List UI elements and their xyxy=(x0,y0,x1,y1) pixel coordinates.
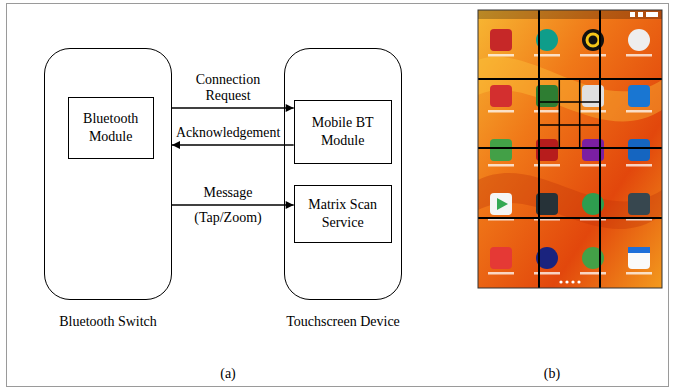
app-icon xyxy=(490,193,512,215)
grid-line xyxy=(478,78,662,80)
status-bar xyxy=(478,10,662,19)
panel-label: (a) xyxy=(220,366,236,382)
message-arrow xyxy=(172,107,294,108)
caption-bar xyxy=(534,110,560,113)
node-label: Bluetooth Switch xyxy=(59,313,157,331)
app-icon-mark xyxy=(587,34,599,46)
app-icon xyxy=(628,85,650,107)
service-box: Matrix Scan Service xyxy=(294,185,392,243)
status-icon xyxy=(630,12,635,17)
grid-line xyxy=(539,124,600,126)
page-dots xyxy=(559,280,580,283)
message-arrow xyxy=(172,204,294,205)
edge-note: (Tap/Zoom) xyxy=(194,210,261,226)
caption-bar xyxy=(626,54,652,57)
caption-bar xyxy=(534,272,560,275)
caption-bar xyxy=(488,110,514,113)
zoom-grid xyxy=(539,79,600,148)
app-icon xyxy=(490,247,512,269)
caption-bar xyxy=(488,272,514,275)
phone-screenshot xyxy=(478,10,662,288)
app-icon xyxy=(490,139,512,161)
edge-label: Message xyxy=(204,185,253,201)
app-icon-mark xyxy=(497,198,508,210)
wallpaper-swirl xyxy=(478,57,662,122)
device-outline: Touchscreen DeviceMobile BT ModuleMatrix… xyxy=(284,48,402,300)
edge-label: Connection Request xyxy=(176,72,280,104)
caption-bar xyxy=(626,164,652,167)
page-dot xyxy=(577,280,580,283)
panel-label: (b) xyxy=(544,366,560,382)
caption-bar xyxy=(580,110,606,113)
caption-bar xyxy=(488,164,514,167)
app-icon xyxy=(628,247,650,269)
caption-bar xyxy=(580,272,606,275)
app-icon xyxy=(490,29,512,51)
page-dot xyxy=(559,280,562,283)
page-dot xyxy=(571,280,574,283)
caption-bar xyxy=(534,54,560,57)
grid-line xyxy=(559,79,561,148)
device-outline: Bluetooth SwitchBluetooth Module xyxy=(44,48,172,300)
grid-line xyxy=(579,79,581,148)
module-box: Mobile BT Module xyxy=(294,100,392,164)
app-icon xyxy=(628,29,650,51)
app-caption-bars xyxy=(488,54,652,275)
caption-bar xyxy=(580,164,606,167)
scan-grid xyxy=(478,10,662,288)
node-label: Touchscreen Device xyxy=(286,313,400,331)
caption-bar xyxy=(580,54,606,57)
wallpaper xyxy=(478,10,662,288)
message-arrow xyxy=(172,144,294,145)
wallpaper-swirl xyxy=(478,173,662,229)
grid-line xyxy=(478,147,662,149)
page-dot xyxy=(565,280,568,283)
app-icon xyxy=(628,193,650,215)
node-label: Matrix Scan Service xyxy=(301,196,385,232)
module-box: Bluetooth Module xyxy=(68,97,154,159)
app-icon xyxy=(490,85,512,107)
edge-label: Acknowledgement xyxy=(176,125,280,141)
caption-bar xyxy=(626,110,652,113)
caption-bar xyxy=(626,272,652,275)
status-icon xyxy=(646,12,658,17)
screenshot-border xyxy=(478,10,662,288)
status-icon xyxy=(638,12,643,17)
node-label: Bluetooth Module xyxy=(75,110,147,146)
app-icon xyxy=(628,139,650,161)
grid-line xyxy=(478,217,662,219)
figure-frame xyxy=(7,4,669,387)
caption-bar xyxy=(488,54,514,57)
grid-line xyxy=(539,101,600,103)
caption-bar xyxy=(534,164,560,167)
app-icon-mark xyxy=(628,247,650,253)
node-label: Mobile BT Module xyxy=(301,114,385,150)
